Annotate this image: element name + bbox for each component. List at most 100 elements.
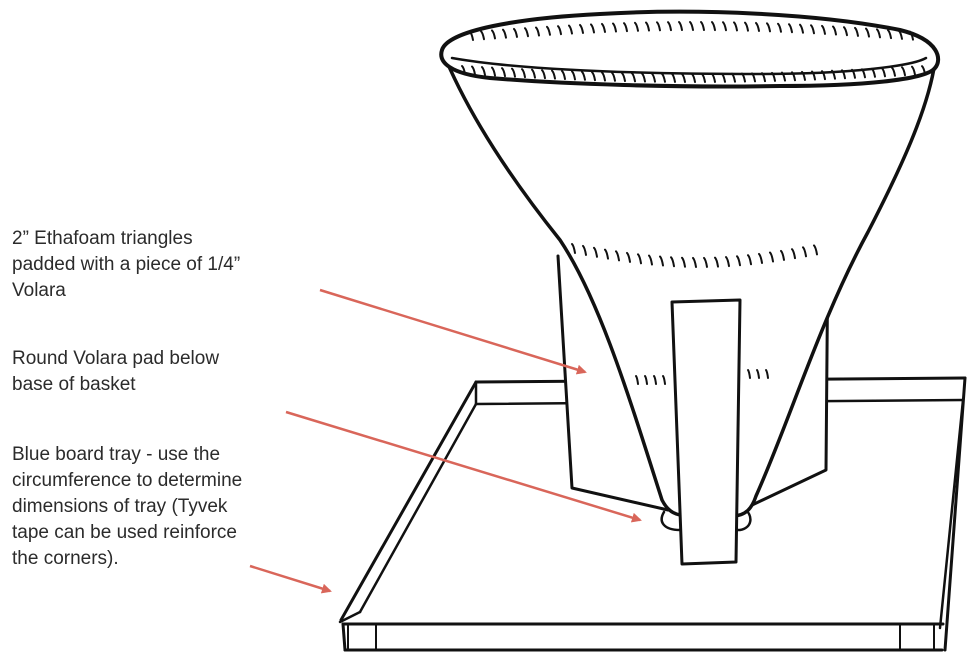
tray-left-wall-inner-edge — [358, 402, 478, 614]
tyvek-corner-left — [347, 623, 377, 651]
weave-mark — [546, 25, 551, 36]
weave-mark — [670, 256, 675, 268]
weave-mark — [671, 72, 676, 83]
weave-mark — [747, 254, 752, 266]
weave-mark — [703, 256, 708, 268]
weave-mark — [678, 21, 683, 32]
weave-mark — [865, 27, 870, 38]
weave-mark — [691, 72, 696, 83]
weave-mark — [481, 66, 486, 77]
weave-mark — [901, 66, 906, 77]
ethafoam-front-strip — [670, 298, 742, 566]
weave-mark — [535, 26, 540, 37]
tray-right-wall-inner-edge — [938, 398, 965, 630]
weave-mark — [667, 21, 672, 32]
weave-mark — [604, 248, 609, 260]
weave-mark — [761, 72, 766, 83]
arrow-to-volara-pad — [285, 410, 642, 523]
weave-mark — [810, 24, 815, 35]
weave-mark — [876, 28, 881, 39]
weave-mark — [661, 72, 666, 83]
weave-mark — [811, 70, 816, 81]
basket-rim-inner-edge — [450, 56, 928, 76]
weave-mark — [524, 27, 529, 38]
weave-mark — [491, 29, 496, 40]
weave-mark — [471, 65, 476, 76]
weave-mark — [502, 28, 507, 39]
weave-mark — [659, 255, 664, 267]
ethafoam-triangles-label: 2” Ethafoam triangles padded with a piec… — [12, 228, 241, 301]
weave-mark — [692, 256, 697, 268]
weave-mark — [582, 244, 587, 256]
weave-mark — [733, 21, 738, 32]
weave-mark — [590, 23, 595, 34]
weave-mark — [911, 65, 916, 76]
weave-mark — [681, 256, 686, 268]
arrow-to-tray — [249, 564, 332, 594]
blue-board-tray-label: Blue board tray - use the circumference … — [12, 444, 243, 569]
weave-mark — [551, 69, 556, 80]
weave-mark — [898, 29, 903, 40]
weave-mark — [711, 72, 716, 83]
weave-mark — [461, 65, 466, 75]
weave-mark — [700, 21, 705, 32]
weave-mark — [821, 70, 826, 81]
weave-mark — [601, 22, 606, 33]
weave-mark — [601, 71, 606, 82]
weave-mark — [593, 246, 598, 258]
weave-mark — [851, 68, 856, 79]
weave-mark — [681, 72, 686, 83]
weave-mark — [731, 72, 736, 83]
weave-mark — [581, 70, 586, 81]
volara-pad-label: Round Volara pad below base of basket — [12, 348, 220, 395]
weave-mark — [635, 375, 639, 385]
pointer-arrows — [249, 288, 642, 594]
weave-mark — [791, 248, 796, 260]
weave-mark — [887, 29, 892, 40]
weave-mark — [711, 21, 716, 32]
weave-mark — [653, 375, 657, 385]
weave-mark — [501, 67, 506, 78]
weave-mark — [591, 71, 596, 82]
weave-mark — [645, 21, 650, 32]
weave-mark — [841, 69, 846, 80]
weave-mark — [571, 243, 576, 254]
weave-mark — [725, 256, 730, 268]
weave-mark — [736, 255, 741, 267]
weave-mark — [871, 67, 876, 78]
tray-front-left-edge — [341, 622, 347, 652]
weave-mark — [557, 25, 562, 36]
weave-mark — [662, 375, 666, 385]
weave-mark — [744, 21, 749, 32]
weave-mark — [921, 65, 926, 76]
weave-mark — [799, 23, 804, 34]
weave-mark — [531, 68, 536, 79]
weave-mark — [689, 21, 694, 32]
weave-mark — [722, 21, 727, 32]
tyvek-corner-right — [899, 623, 935, 651]
weave-mark — [741, 72, 746, 83]
weave-mark — [571, 70, 576, 81]
weave-mark — [832, 25, 837, 36]
weave-mark — [714, 256, 719, 268]
weave-mark — [747, 369, 751, 379]
weave-mark — [777, 22, 782, 33]
weave-mark — [656, 21, 661, 32]
weave-mark — [521, 68, 526, 79]
weave-mark — [891, 66, 896, 77]
weave-mark — [821, 24, 826, 35]
weave-mark — [780, 249, 785, 261]
weave-mark — [766, 22, 771, 33]
weave-mark — [651, 72, 656, 83]
tray-left-wall-outer-edge — [339, 380, 478, 622]
weave-mark — [634, 21, 639, 32]
weave-mark — [561, 70, 566, 81]
weave-mark — [881, 67, 886, 78]
weave-mark — [626, 251, 631, 263]
weave-mark — [755, 21, 760, 32]
weave-mark — [611, 71, 616, 82]
weave-mark — [781, 71, 786, 82]
weave-mark — [861, 68, 866, 79]
weave-mark — [801, 70, 806, 81]
weave-mark — [641, 72, 646, 83]
